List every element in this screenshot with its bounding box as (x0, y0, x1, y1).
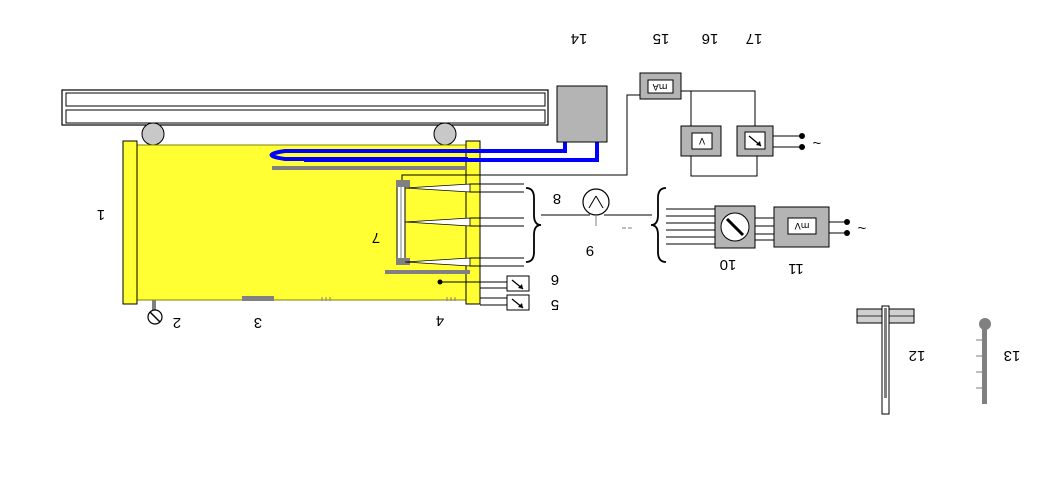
terminal-dot (844, 219, 850, 225)
label-2: 2 (173, 314, 181, 331)
indicator-5-icon (506, 294, 530, 311)
label-3: 3 (254, 314, 262, 331)
thermometer-12 (856, 305, 915, 415)
label-10: 10 (720, 256, 737, 273)
milliammeter: mA (639, 72, 682, 100)
label-14: 14 (571, 30, 588, 47)
thermometer-13 (976, 318, 991, 404)
mv-supply-terminals (829, 221, 846, 234)
pressure-gauge-icon (147, 300, 163, 325)
label-12: 12 (909, 347, 926, 364)
device-14 (556, 85, 608, 143)
regulator-17 (736, 125, 774, 157)
upper-shelf (272, 166, 466, 170)
wire-node (437, 279, 443, 285)
meter-circuit-wires (681, 90, 758, 177)
switch-to-mv-wires (755, 217, 774, 241)
ac-supply-symbol-lower: ~ (857, 219, 866, 236)
label-17: 17 (746, 30, 763, 47)
number-labels: 1 2 3 4 5 6 7 8 9 10 11 12 13 14 15 16 1… (97, 30, 1021, 364)
lower-wires (440, 281, 507, 306)
dial-gauge-icon (582, 188, 610, 226)
top-supply-terminals (773, 135, 800, 148)
terminal-dot (799, 133, 805, 139)
right-brace (650, 187, 667, 263)
label-1: 1 (97, 206, 105, 223)
switch-wires (666, 208, 715, 245)
ac-supply-symbol-upper: ~ (812, 134, 821, 151)
millivoltmeter: mV (773, 206, 830, 248)
yellow-vessel (122, 140, 481, 305)
probe-assembly (396, 180, 471, 267)
left-brace (525, 187, 542, 263)
probe-wires (470, 183, 524, 267)
blue-tube (269, 140, 599, 162)
label-13: 13 (1004, 347, 1021, 364)
voltmeter: V (680, 125, 722, 157)
label-7: 7 (372, 229, 380, 246)
terminal-dot (844, 230, 850, 236)
rail-roller-left (141, 122, 165, 146)
label-6: 6 (551, 271, 559, 288)
top-rail (61, 89, 549, 126)
rail-roller-right (433, 122, 457, 146)
v-meter-label: V (698, 135, 705, 145)
label-5: 5 (551, 296, 559, 313)
label-11: 11 (788, 260, 804, 277)
indicator-6-icon (506, 275, 530, 292)
selector-switch-icon (714, 205, 756, 249)
label-9: 9 (586, 242, 594, 259)
bottom-ticks (321, 297, 456, 301)
label-8: 8 (553, 190, 561, 207)
label-4: 4 (436, 312, 444, 329)
mv-meter-label: mV (794, 220, 810, 230)
label-16: 16 (702, 30, 719, 47)
terminal-dot (799, 144, 805, 150)
wire-to-ma-meter (401, 94, 640, 180)
ma-meter-label: mA (652, 81, 668, 91)
lower-shelf (385, 270, 470, 274)
bottom-plate-3 (242, 296, 274, 301)
label-15: 15 (653, 30, 670, 47)
